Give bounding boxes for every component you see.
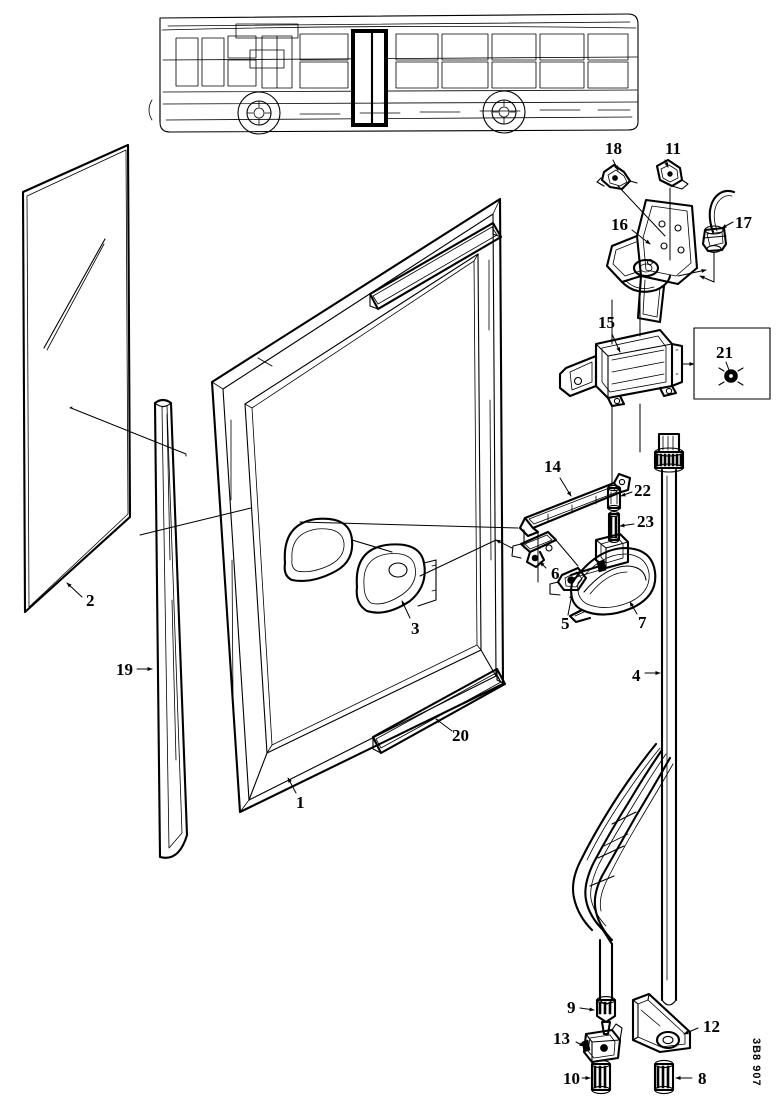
callout-18: 18 bbox=[605, 139, 622, 158]
part-17-air-hose-fitting bbox=[701, 189, 736, 253]
part-8-bush bbox=[653, 1059, 675, 1095]
part-1-door-frame bbox=[210, 197, 505, 814]
leader-13 bbox=[575, 1041, 585, 1047]
callout-13: 13 bbox=[553, 1029, 570, 1048]
callout-11: 11 bbox=[665, 139, 682, 158]
callout-7: 7 bbox=[638, 613, 647, 632]
leader-22 bbox=[620, 491, 633, 497]
part-22-spacer-bush bbox=[606, 484, 622, 512]
leader-18 bbox=[612, 159, 619, 171]
axis-17b bbox=[677, 268, 707, 277]
leader-23 bbox=[619, 523, 635, 528]
callout-19: 19 bbox=[116, 660, 133, 679]
part-3-handle-grip-right bbox=[355, 543, 437, 614]
leader-14 bbox=[559, 477, 572, 497]
detail-inset-21-box bbox=[693, 327, 771, 400]
leader-15 bbox=[611, 333, 621, 353]
part-9-shaft-collar bbox=[595, 996, 617, 1036]
part-7-curved-seal-gasket bbox=[568, 532, 657, 624]
leader-12 bbox=[683, 1027, 699, 1035]
part-2-glass-panel bbox=[21, 143, 132, 614]
leader-2 bbox=[66, 582, 83, 598]
callout-14: 14 bbox=[544, 457, 561, 476]
callout-23: 23 bbox=[637, 512, 654, 531]
callout-3: 3 bbox=[411, 619, 420, 638]
drawing-code: 3B8 907 bbox=[750, 1038, 762, 1087]
leader-16 bbox=[631, 229, 651, 245]
callout-16: 16 bbox=[611, 215, 628, 234]
part-10-bush bbox=[590, 1059, 612, 1095]
part-4-vertical-drive-shaft bbox=[653, 432, 685, 1006]
part-20-lower-trim-rail bbox=[371, 667, 507, 755]
leader-20 bbox=[435, 718, 453, 732]
part-11-upper-stud-fitting bbox=[655, 158, 689, 190]
leader-cross-c bbox=[257, 357, 273, 367]
highlighted-door-region bbox=[351, 29, 388, 127]
part-19-edge-seal-post bbox=[153, 398, 189, 859]
callout-1: 1 bbox=[296, 793, 305, 812]
leader-6-left bbox=[495, 539, 513, 549]
leader-glass-a bbox=[70, 407, 187, 455]
leader-7 bbox=[629, 601, 638, 615]
part-13-clamp-block bbox=[581, 1023, 623, 1064]
lower-bent-arm-linkages bbox=[571, 742, 674, 1005]
leader-9 bbox=[579, 1007, 595, 1012]
axis-17 bbox=[699, 252, 715, 283]
axis-18 bbox=[617, 185, 666, 237]
callout-15: 15 bbox=[598, 313, 615, 332]
rear-wheel bbox=[482, 90, 526, 134]
axis-7 bbox=[555, 539, 579, 567]
part-handle-grip-left bbox=[283, 517, 393, 582]
part-15-pneumatic-actuator bbox=[558, 328, 684, 408]
leader-cross-a bbox=[419, 539, 497, 577]
part-23-retaining-pin bbox=[607, 511, 621, 543]
part-6-linkage-pin bbox=[511, 530, 558, 569]
part-20-upper-trim-rail bbox=[368, 221, 503, 311]
bus-side-elevation bbox=[148, 13, 639, 135]
leader-5 bbox=[567, 593, 574, 616]
part-12-lower-mounting-bracket bbox=[631, 992, 692, 1054]
leader-21-inner bbox=[725, 361, 730, 371]
callout-4: 4 bbox=[632, 666, 641, 685]
part-5-pivot-fitting bbox=[549, 559, 607, 596]
callout-2: 2 bbox=[86, 591, 95, 610]
callout-12: 12 bbox=[703, 1017, 720, 1036]
callout-6: 6 bbox=[551, 564, 560, 583]
callout-17: 17 bbox=[735, 213, 752, 232]
leader-11 bbox=[664, 159, 669, 168]
callout-20: 20 bbox=[452, 726, 469, 745]
leader-17 bbox=[721, 221, 734, 229]
leader-cross-b bbox=[299, 521, 519, 529]
callout-5: 5 bbox=[561, 614, 570, 633]
leader-6 bbox=[539, 561, 547, 569]
callout-8: 8 bbox=[698, 1069, 707, 1088]
callout-9: 9 bbox=[567, 998, 576, 1017]
callout-22: 22 bbox=[634, 481, 651, 500]
part-21-fastener bbox=[718, 367, 744, 386]
callout-21: 21 bbox=[716, 343, 733, 362]
leader-3 bbox=[401, 600, 411, 619]
front-wheel bbox=[237, 91, 281, 135]
leader-1 bbox=[287, 777, 297, 794]
leader-glass-b bbox=[139, 507, 252, 536]
callout-10: 10 bbox=[563, 1069, 580, 1088]
